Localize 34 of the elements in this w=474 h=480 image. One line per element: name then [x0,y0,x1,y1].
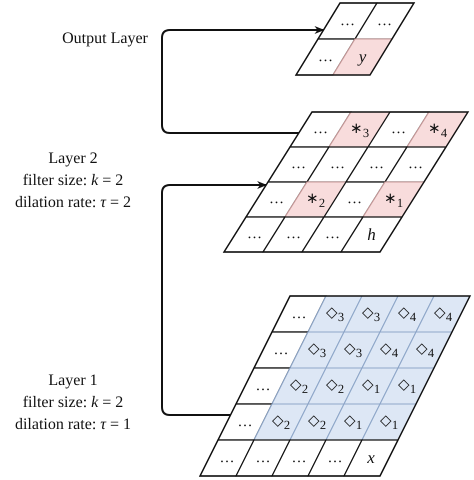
grid-cell: ◇$_{1}$ [362,404,416,440]
grid-cell: … [263,217,324,252]
grid-cell: … [385,147,446,182]
grid-cell: ◇$_{1}$ [344,368,398,404]
grid-cell: … [302,217,363,252]
layer-grid [224,112,468,252]
layer-label: dilation rate: τ = 1 [14,416,132,434]
arrow [161,26,324,134]
grid-cell: ∗$_{4}$ [407,112,468,147]
arrow [161,181,268,416]
grid-cell: … [308,440,362,476]
layer-label: Layer 2 [48,150,98,168]
grid-cell: … [346,147,407,182]
grid-cell: ∗$_{1}$ [363,182,424,217]
grid-cell: … [368,112,429,147]
layer-grid [296,3,414,75]
grid-cell: h [341,217,402,252]
grid-cell: … [324,182,385,217]
grid-cell: ◇$_{1}$ [326,404,380,440]
layer-label: filter size: k = 2 [22,394,124,412]
grid-cell: ◇$_{1}$ [380,368,434,404]
grid-cell: ◇$_{4}$ [416,296,470,332]
grid-cell: … [307,147,368,182]
grid-cell: x [344,440,398,476]
grid-cell: y [333,39,392,75]
layer-label: filter size: k = 2 [22,172,124,190]
layer-grid [200,296,470,476]
grid-cell: ◇$_{4}$ [398,332,452,368]
grid-cell: … [236,440,290,476]
layer-label: Output Layer [62,30,148,48]
grid-cell: … [272,440,326,476]
layer-label: Layer 1 [48,372,98,390]
grid-cell: … [355,3,414,39]
layer-label: dilation rate: τ = 2 [14,194,132,212]
